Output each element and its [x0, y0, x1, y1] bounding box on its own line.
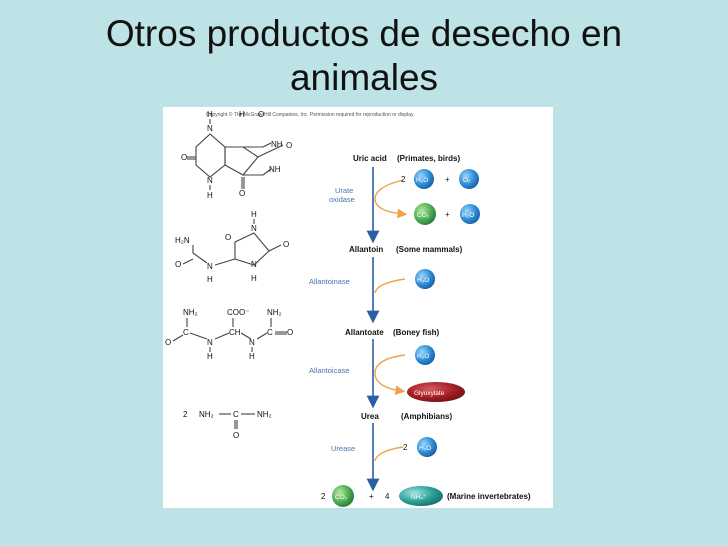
enzyme-urate-oxidase-line1: Urate — [335, 186, 353, 195]
co2-label-2: CO₂ — [335, 494, 348, 501]
svg-text:CH: CH — [229, 328, 241, 337]
svg-text:C: C — [267, 328, 273, 337]
co2-molecule-icon — [414, 203, 436, 225]
copyright-notice: Copyright © The McGraw-Hill Companies, I… — [206, 111, 415, 118]
svg-text:COO⁻: COO⁻ — [227, 308, 249, 317]
allantoin-structure: H N H₂N O O O N H N H — [175, 210, 289, 284]
glyoxylate-label: Glyoxylate — [414, 390, 445, 397]
curve-allantoinase — [374, 278, 406, 294]
co2-molecule-icon — [332, 485, 354, 507]
svg-text:N: N — [251, 224, 257, 233]
coef-2-water-2: 2 — [403, 443, 408, 452]
svg-text:O: O — [225, 233, 231, 242]
water-label-3: H₂O — [417, 277, 429, 284]
water-label-2: H₂O — [462, 212, 474, 219]
coef-4-ammonium: 4 — [385, 492, 390, 501]
svg-text:O: O — [258, 110, 264, 119]
svg-text:O: O — [283, 240, 289, 249]
svg-text:H: H — [239, 110, 245, 119]
water-molecule-icon — [417, 437, 437, 457]
svg-text:H: H — [207, 275, 213, 284]
svg-text:O: O — [286, 141, 292, 150]
plus-1: + — [445, 175, 450, 184]
step-1-organisms: (Primates, birds) — [397, 154, 460, 163]
svg-text:NH₂: NH₂ — [183, 308, 198, 317]
svg-text:N: N — [207, 176, 213, 185]
svg-text:O: O — [287, 328, 293, 337]
slide-title: Otros productos de desecho en animales — [0, 12, 728, 100]
slide-title-line-2: animales — [289, 57, 439, 98]
svg-text:C: C — [233, 410, 239, 419]
svg-text:H: H — [207, 110, 213, 119]
enzyme-urease: Urease — [331, 444, 355, 453]
pathway-diagram: Copyright © The McGraw-Hill Companies, I… — [165, 110, 531, 507]
svg-text:H: H — [207, 352, 213, 361]
water-molecule-icon — [414, 169, 434, 189]
svg-text:H: H — [207, 191, 213, 200]
oxygen-label: O₂ — [463, 177, 471, 184]
svg-text:O: O — [175, 260, 181, 269]
curve-allantoicase — [374, 354, 406, 395]
coef-2-water-1: 2 — [401, 175, 406, 184]
svg-text:NH₂: NH₂ — [199, 410, 214, 419]
svg-text:H: H — [251, 210, 257, 219]
slide-title-line-1: Otros productos de desecho en — [105, 13, 623, 54]
enzyme-allantoicase: Allantoicase — [309, 366, 349, 375]
svg-text:O: O — [165, 338, 171, 347]
water-molecule-icon — [415, 269, 435, 289]
ammonium-label: NH₄⁺ — [411, 494, 427, 501]
curve-urease — [374, 446, 404, 462]
plus-2: + — [445, 210, 450, 219]
svg-text:2: 2 — [183, 410, 188, 419]
svg-text:C: C — [183, 328, 189, 337]
svg-text:N: N — [207, 338, 213, 347]
allantoate-structure: NH₂ COO⁻ NH₂ C CH C O O N H N H — [165, 308, 293, 361]
step-4-organisms: (Amphibians) — [401, 412, 452, 421]
svg-text:N: N — [249, 338, 255, 347]
curve-urate-oxidase — [374, 179, 408, 219]
svg-text:N: N — [207, 124, 213, 133]
plus-3: + — [369, 492, 374, 501]
enzyme-urate-oxidase-line2: oxidase — [329, 195, 355, 204]
svg-text:O: O — [233, 431, 239, 440]
uric-acid-degradation-figure: Copyright © The McGraw-Hill Companies, I… — [163, 107, 553, 508]
svg-text:O: O — [239, 189, 245, 198]
co2-label-1: CO₂ — [417, 212, 430, 219]
water-label-5: H₂O — [419, 445, 431, 452]
svg-text:N: N — [207, 262, 213, 271]
step-1-compound: Uric acid — [353, 154, 387, 163]
step-2-organisms: (Some mammals) — [396, 245, 463, 254]
step-3-organisms: (Boney fish) — [393, 328, 440, 337]
oxygen-molecule-icon — [459, 169, 479, 189]
glyoxylate-molecule-icon — [407, 382, 465, 402]
water-molecule-icon — [415, 345, 435, 365]
peroxide-water-molecule-icon — [460, 204, 480, 224]
step-2-compound: Allantoin — [349, 245, 383, 254]
svg-text:NH: NH — [269, 165, 281, 174]
step-4-compound: Urea — [361, 412, 379, 421]
urea-structure: 2 NH₂ C NH₂ O — [183, 410, 272, 440]
water-label-1: H₂O — [416, 177, 428, 184]
final-organisms: (Marine invertebrates) — [447, 492, 531, 501]
coef-2-co2: 2 — [321, 492, 326, 501]
svg-text:NH: NH — [271, 140, 283, 149]
ammonium-molecule-icon — [399, 486, 443, 506]
step-3-compound: Allantoate — [345, 328, 384, 337]
uric-acid-structure: H N O N H H O NH O O NH — [181, 110, 292, 200]
svg-text:NH₂: NH₂ — [257, 410, 272, 419]
svg-text:H: H — [249, 352, 255, 361]
svg-text:NH₂: NH₂ — [267, 308, 282, 317]
svg-text:O: O — [181, 153, 187, 162]
enzyme-allantoinase: Allantoinase — [309, 277, 350, 286]
svg-text:H₂N: H₂N — [175, 236, 190, 245]
svg-text:H: H — [251, 274, 257, 283]
water-label-4: H₂O — [417, 353, 429, 360]
